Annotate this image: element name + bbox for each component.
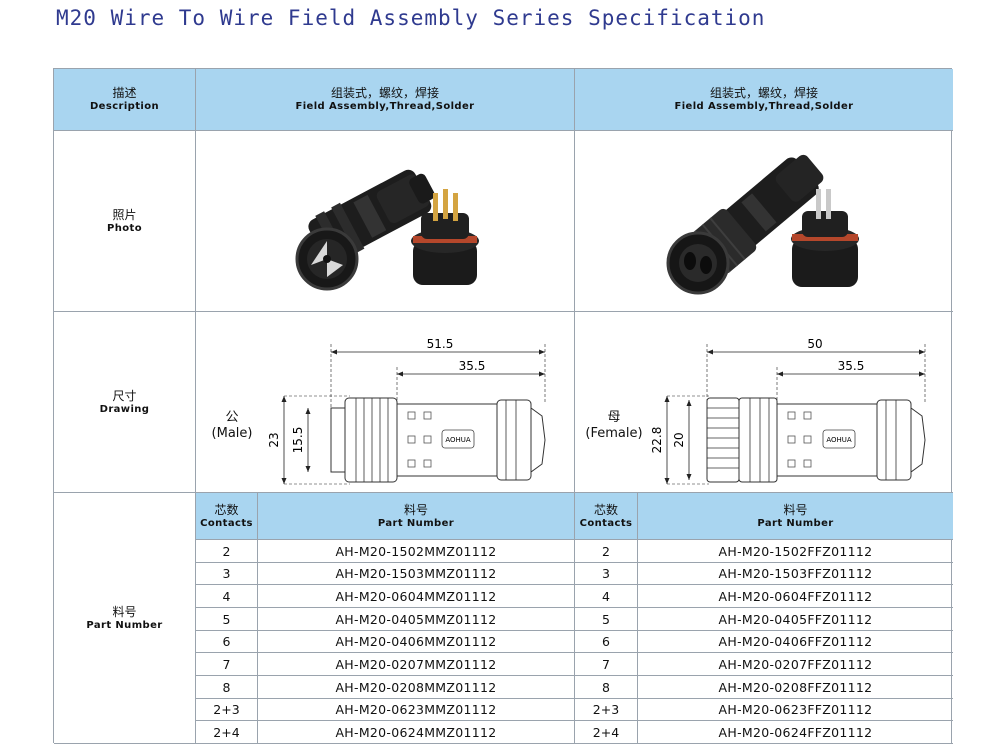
female-contacts-cell: 7 [575, 653, 638, 676]
female-pn-header: 料号 Part Number [638, 493, 953, 540]
male-part-number-cell: AH-M20-0624MMZ01112 [258, 721, 575, 744]
male-part-number-cell: AH-M20-1502MMZ01112 [258, 540, 575, 563]
drawing-female-cell: 母 (Female) 50 35.5 22.8 20 [575, 312, 953, 493]
female-contacts-cell: 3 [575, 563, 638, 585]
male-contacts-cell: 7 [196, 653, 258, 676]
female-connector-photo [666, 154, 859, 295]
male-contacts-cell: 8 [196, 676, 258, 699]
header-description-cn: 描述 [112, 86, 137, 100]
male-label: 公 (Male) [204, 410, 260, 442]
female-inner-dia: 20 [672, 432, 686, 447]
photo-female-cell [575, 131, 953, 312]
female-contacts-cell: 2+4 [575, 721, 638, 744]
male-part-number-cell: AH-M20-0208MMZ01112 [258, 676, 575, 699]
female-contacts-cell: 6 [575, 631, 638, 653]
female-contacts-header-en: Contacts [579, 517, 633, 529]
page-title: M20 Wire To Wire Field Assembly Series S… [56, 6, 766, 30]
female-part-number-cell: AH-M20-0208FFZ01112 [638, 676, 953, 699]
drawing-row-label: 尺寸 Drawing [54, 312, 196, 493]
drawing-male-cell: 公 (Male) 51.5 35.5 23 15.5 [196, 312, 575, 493]
male-contacts-cell: 4 [196, 585, 258, 608]
part-label-en: Part Number [86, 619, 163, 631]
header-col-male: 组装式，螺纹，焊接 Field Assembly,Thread,Solder [196, 69, 575, 131]
header-description-en: Description [89, 101, 160, 112]
female-part-number-cell: AH-M20-0406FFZ01112 [638, 631, 953, 653]
header-col-female-en: Field Assembly,Thread,Solder [674, 101, 854, 112]
male-connector-photo [295, 169, 479, 291]
female-label-cn: 母 [607, 410, 621, 425]
male-pn-header-cn: 料号 [403, 502, 428, 517]
female-part-number-cell: AH-M20-1503FFZ01112 [638, 563, 953, 585]
male-inner-dia: 15.5 [291, 427, 305, 454]
header-col-male-cn: 组装式，螺纹，焊接 [330, 86, 439, 100]
male-part-number-cell: AH-M20-0207MMZ01112 [258, 653, 575, 676]
female-part-number-cell: AH-M20-0604FFZ01112 [638, 585, 953, 608]
male-pn-header-en: Part Number [377, 517, 455, 529]
photo-label-cn: 照片 [112, 207, 137, 222]
male-outer-dia: 23 [267, 432, 281, 447]
male-part-number-cell: AH-M20-0405MMZ01112 [258, 608, 575, 631]
male-part-number-cell: AH-M20-0604MMZ01112 [258, 585, 575, 608]
female-label: 母 (Female) [577, 410, 651, 442]
header-description: 描述 Description [54, 69, 196, 131]
female-contacts-cell: 8 [575, 676, 638, 699]
male-contacts-cell: 2+4 [196, 721, 258, 744]
male-label-cn: 公 [225, 410, 239, 425]
male-contacts-cell: 2+3 [196, 699, 258, 721]
female-body-dim: 35.5 [838, 359, 865, 373]
spec-table: 描述 Description 组装式，螺纹，焊接 Field Assembly,… [53, 68, 953, 744]
male-pn-header: 料号 Part Number [258, 493, 575, 540]
header-col-female-cn: 组装式，螺纹，焊接 [709, 86, 818, 100]
drawing-label-en: Drawing [99, 403, 150, 415]
male-contacts-cell: 3 [196, 563, 258, 585]
male-contacts-cell: 6 [196, 631, 258, 653]
female-contacts-header-cn: 芯数 [593, 502, 618, 517]
female-part-number-cell: AH-M20-1502FFZ01112 [638, 540, 953, 563]
female-part-number-cell: AH-M20-0405FFZ01112 [638, 608, 953, 631]
header-col-female: 组装式，螺纹，焊接 Field Assembly,Thread,Solder [575, 69, 953, 131]
male-contacts-header: 芯数 Contacts [196, 493, 258, 540]
female-contacts-header: 芯数 Contacts [575, 493, 638, 540]
female-part-number-cell: AH-M20-0624FFZ01112 [638, 721, 953, 744]
part-row-label: 料号 Part Number [54, 493, 196, 744]
female-contacts-cell: 2 [575, 540, 638, 563]
male-contacts-header-cn: 芯数 [214, 502, 239, 517]
female-overall-dim: 50 [807, 337, 822, 351]
male-dimension-drawing: 51.5 35.5 23 15.5 [267, 337, 546, 485]
male-part-number-cell: AH-M20-0623MMZ01112 [258, 699, 575, 721]
female-part-number-cell: AH-M20-0623FFZ01112 [638, 699, 953, 721]
male-part-number-cell: AH-M20-0406MMZ01112 [258, 631, 575, 653]
male-contacts-cell: 5 [196, 608, 258, 631]
photo-label-en: Photo [107, 222, 142, 234]
female-pn-header-cn: 料号 [783, 502, 808, 517]
header-col-male-en: Field Assembly,Thread,Solder [295, 101, 475, 112]
female-outer-dia: 22.8 [650, 427, 664, 454]
part-label-cn: 料号 [112, 604, 137, 619]
male-contacts-header-en: Contacts [200, 517, 253, 529]
photo-male-cell [196, 131, 575, 312]
male-contacts-cell: 2 [196, 540, 258, 563]
female-label-en: (Female) [585, 426, 643, 441]
female-contacts-cell: 4 [575, 585, 638, 608]
female-contacts-cell: 2+3 [575, 699, 638, 721]
male-body-dim: 35.5 [459, 359, 486, 373]
drawing-label-cn: 尺寸 [112, 388, 137, 403]
female-part-number-cell: AH-M20-0207FFZ01112 [638, 653, 953, 676]
photo-row-label: 照片 Photo [54, 131, 196, 312]
female-contacts-cell: 5 [575, 608, 638, 631]
male-part-number-cell: AH-M20-1503MMZ01112 [258, 563, 575, 585]
male-logo: AOHUA [445, 436, 471, 444]
female-pn-header-en: Part Number [757, 517, 834, 529]
female-logo: AOHUA [826, 436, 852, 444]
male-label-en: (Male) [211, 426, 253, 441]
female-dimension-drawing: 50 35.5 22.8 20 [650, 337, 926, 485]
male-overall-dim: 51.5 [427, 337, 454, 351]
